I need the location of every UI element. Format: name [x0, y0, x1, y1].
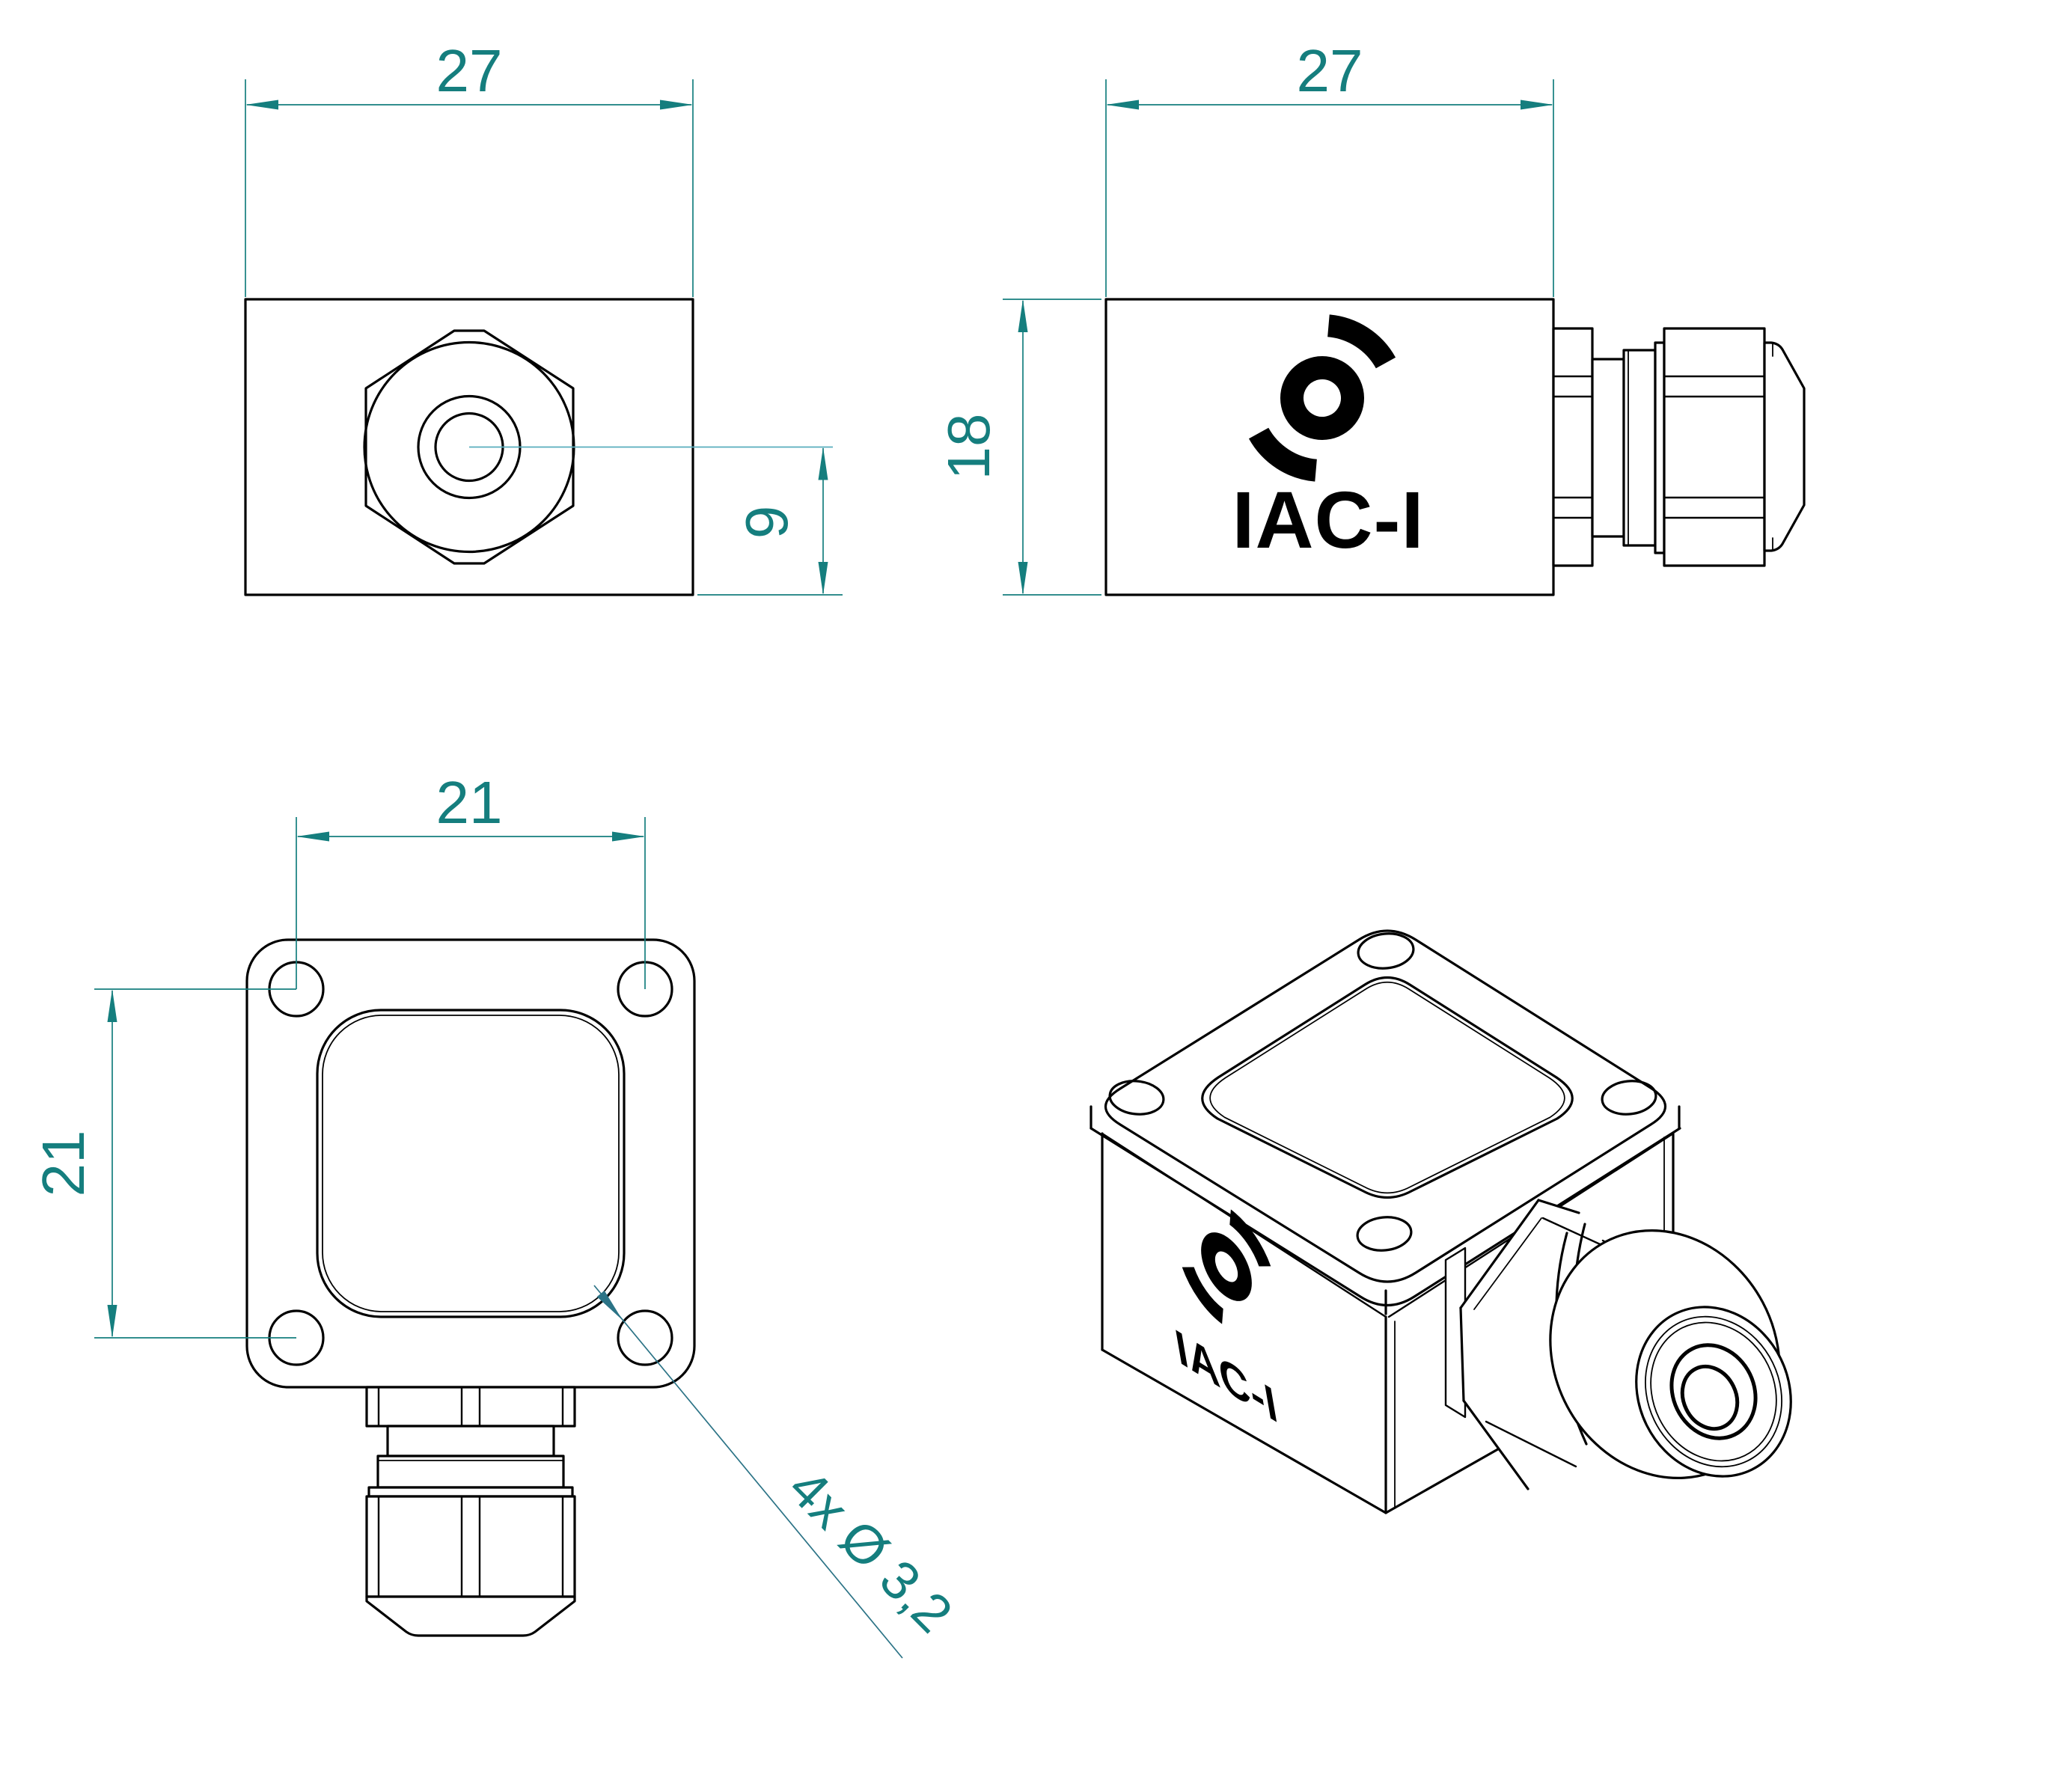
body-bottom-right-edge [1384, 1443, 1509, 1514]
gland-body-nut [1663, 327, 1766, 567]
gland-neck [1591, 358, 1625, 538]
callout-text: 4x Ø 3,2 [777, 1458, 963, 1645]
flange-under-edge [1090, 1127, 1681, 1306]
arrowhead-left [245, 100, 278, 110]
mounting-hole-iso [1108, 1080, 1165, 1116]
gland-neck [386, 1425, 555, 1458]
gland-body-nut [365, 1495, 576, 1598]
gland-dome-cap [1763, 341, 1806, 552]
mounting-hole [617, 1309, 673, 1366]
dimension-side-view-width: 27 [1105, 37, 1554, 297]
hex-edge [1462, 1399, 1529, 1490]
brand-logo-iso: IAC-I [1171, 1209, 1282, 1436]
housing-outline [1104, 298, 1555, 596]
arrowhead-left [1106, 100, 1139, 110]
logo-left-paren-icon [1248, 427, 1318, 482]
arrowhead-down [1018, 562, 1028, 595]
logo-right-paren-icon [1327, 314, 1396, 369]
dimension-value: 9 [733, 506, 800, 539]
arrowhead-up [107, 989, 117, 1022]
lid-groove-inner-iso [1209, 981, 1565, 1194]
body-bottom-left-edge [1101, 1348, 1387, 1514]
top-view [244, 298, 833, 596]
logo-ring-icon [1280, 356, 1364, 440]
gland-washer [367, 1486, 574, 1498]
cable-gland-front [365, 1386, 576, 1637]
dimension-value: 18 [935, 414, 1002, 480]
logo-text: IAC-I [1171, 1318, 1282, 1436]
hex-facet-line [1485, 1420, 1577, 1468]
logo-right-paren-icon [1229, 1209, 1271, 1267]
leader-arrowhead [596, 1290, 623, 1321]
cable-hole-iso [1680, 1364, 1740, 1431]
mounting-hole-iso [1357, 932, 1415, 970]
dimension-hole-pitch-horizontal: 21 [296, 769, 646, 989]
lid-groove-outer-iso [1201, 976, 1574, 1199]
leader-line [593, 1285, 903, 1659]
dimension-gland-offset: 9 [697, 447, 843, 596]
hex-inner-border [1473, 1217, 1542, 1310]
arrowhead-left [296, 831, 329, 842]
dimension-side-view-height: 18 [935, 299, 1101, 596]
gland-collar [1444, 1247, 1467, 1419]
gland-dome-cap [365, 1595, 576, 1637]
gland-hex-section [1552, 327, 1594, 567]
dimension-top-view-width: 27 [245, 37, 694, 297]
dimension-value: 21 [436, 769, 503, 836]
end-face-ring [1650, 1321, 1777, 1462]
side-view: IAC-I [1104, 298, 1806, 596]
dimension-hole-pitch-vertical: 21 [30, 988, 296, 1339]
hex-edge [1459, 1199, 1540, 1309]
logo-left-paren-icon [1182, 1266, 1224, 1324]
arrowhead-up [1018, 299, 1028, 332]
mounting-hole-iso [1601, 1080, 1657, 1116]
dimension-value: 27 [1297, 37, 1363, 104]
cable-gland-side [1552, 327, 1806, 567]
lid-groove-inner [322, 1015, 620, 1312]
hex-edge [1459, 1306, 1465, 1402]
gland-washer [1654, 341, 1666, 554]
arrowhead-right [660, 100, 693, 110]
cable-gland-iso [1444, 1199, 1792, 1522]
lid-groove-outer [316, 1009, 626, 1318]
front-view [245, 938, 696, 1637]
brand-logo: IAC-I [1232, 314, 1425, 565]
dimension-value: 21 [30, 1131, 97, 1197]
arrowhead-down [107, 1305, 117, 1338]
logo-text: IAC-I [1232, 474, 1425, 565]
arrowhead-up [818, 447, 828, 480]
end-face-ring [1645, 1315, 1782, 1468]
isometric-view: IAC-I [1090, 929, 1792, 1522]
mounting-hole-iso [1356, 1216, 1413, 1252]
gland-hex-section [365, 1386, 576, 1428]
hex-edge [1537, 1199, 1580, 1214]
dimension-value: 27 [436, 37, 503, 104]
arrowhead-down [818, 562, 828, 595]
arrowhead-right [612, 831, 645, 842]
logo-ring-icon [1201, 1232, 1252, 1301]
arrowhead-right [1521, 100, 1553, 110]
flange-top-face [1104, 929, 1666, 1283]
